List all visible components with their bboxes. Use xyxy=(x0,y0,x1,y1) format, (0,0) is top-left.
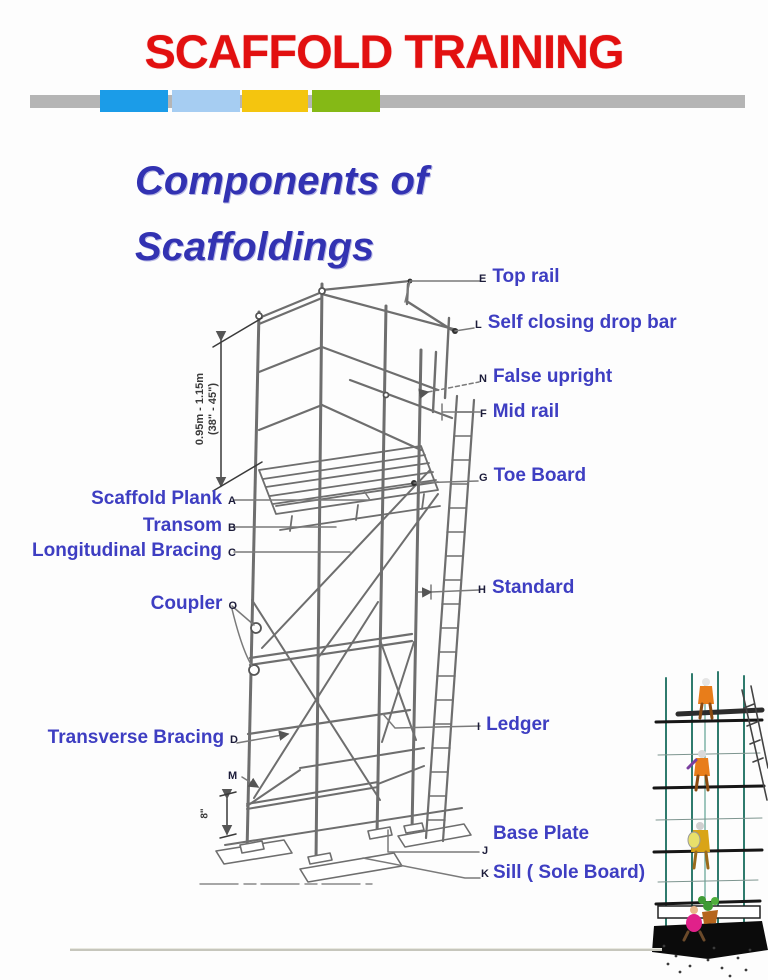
label-letter-sill: K xyxy=(481,868,489,880)
mini-ladder xyxy=(741,685,768,801)
ladder xyxy=(424,394,476,843)
label-letter-base-plate: J xyxy=(482,845,489,857)
leader-lines xyxy=(231,280,481,879)
dimension-note-line1: 0.95m - 1.15m xyxy=(194,372,206,446)
transverse-bracing-lines xyxy=(251,599,417,801)
label-transom: Transom B xyxy=(143,515,236,537)
label-ledger: I Ledger xyxy=(477,714,549,736)
label-letter-transom: B xyxy=(228,522,236,534)
label-letter-ledger: I xyxy=(477,721,481,733)
mini-debris-dots xyxy=(662,944,752,978)
mini-base-block xyxy=(652,921,768,959)
footer-divider xyxy=(70,948,662,951)
label-letter-m-marker: M xyxy=(228,770,238,782)
label-text-base-plate: Base Plate xyxy=(493,823,590,844)
label-standard: H Standard xyxy=(478,577,574,599)
false-upright-posts xyxy=(405,282,457,414)
base-height-note: 8" xyxy=(199,808,211,819)
label-letter-false-upright: N xyxy=(479,373,487,385)
base-frame xyxy=(224,747,463,846)
label-letter-self-closing-drop-bar: L xyxy=(475,319,482,331)
divider-bar xyxy=(30,90,745,112)
label-longitudinal-bracing: Longitudinal Bracing C xyxy=(32,540,236,562)
label-text-scaffold-plank: Scaffold Plank xyxy=(91,488,223,509)
longitudinal-bracing-lines xyxy=(261,469,439,659)
label-letter-scaffold-plank: A xyxy=(228,495,236,507)
label-text-coupler: Coupler xyxy=(150,593,223,614)
dimension-note: 0.95m - 1.15m (38" - 45") xyxy=(194,348,220,470)
label-transverse-bracing: Transverse Bracing D xyxy=(48,727,238,749)
label-text-mid-rail: Mid rail xyxy=(492,401,560,422)
label-text-false-upright: False upright xyxy=(492,366,613,387)
label-letter-coupler: O xyxy=(228,600,237,612)
label-text-sill: Sill ( Sole Board) xyxy=(493,862,646,883)
label-text-transom: Transom xyxy=(142,515,223,536)
platform-deck xyxy=(258,445,441,532)
mini-thin-bars xyxy=(655,752,763,883)
label-text-ledger: Ledger xyxy=(486,714,550,735)
section-heading-line2: Scaffoldings xyxy=(135,225,375,269)
label-letter-standard: H xyxy=(478,584,486,596)
mini-worker-middle xyxy=(686,750,710,792)
label-text-self-closing-drop-bar: Self closing drop bar xyxy=(487,312,677,333)
label-self-closing-drop-bar: L Self closing drop bar xyxy=(475,312,677,334)
divider-segment-yellow xyxy=(242,90,308,112)
scaffold-cartoon-thumbnail xyxy=(652,671,768,978)
label-scaffold-plank: Scaffold Plank A xyxy=(91,488,236,510)
section-heading-line1: Components of xyxy=(135,159,429,203)
label-letter-longitudinal-bracing: C xyxy=(228,547,236,559)
label-false-upright: N False upright xyxy=(479,366,612,388)
divider-segment-green xyxy=(312,90,380,112)
label-top-rail: E Top rail xyxy=(479,266,560,288)
mini-worker-lower xyxy=(687,822,710,870)
label-letter-transverse-bracing: D xyxy=(230,734,238,746)
label-coupler: Coupler O xyxy=(151,593,237,615)
label-letter-toe-board: G xyxy=(479,472,488,484)
divider-segment-light-blue xyxy=(172,90,240,112)
mini-worker-top xyxy=(698,678,714,720)
coupler-nodes xyxy=(248,287,390,676)
label-mid-rail: F Mid rail xyxy=(480,401,559,423)
divider-segment-blue xyxy=(100,90,168,112)
dimension-arrows xyxy=(212,317,263,839)
page-title: SCAFFOLD TRAINING xyxy=(144,25,624,78)
label-text-standard: Standard xyxy=(491,577,575,598)
label-text-longitudinal-bracing: Longitudinal Bracing xyxy=(32,540,223,561)
mini-bars xyxy=(652,707,766,906)
label-text-top-rail: Top rail xyxy=(492,266,560,287)
mini-worker-bottom xyxy=(682,896,719,942)
label-toe-board: G Toe Board xyxy=(479,465,586,487)
section-heading: Components of Scaffoldings xyxy=(135,148,428,280)
label-text-toe-board: Toe Board xyxy=(493,465,587,486)
guard-rails xyxy=(257,279,459,452)
label-letter-top-rail: E xyxy=(479,273,487,285)
label-text-transverse-bracing: Transverse Bracing xyxy=(47,727,225,748)
label-letter-mid-rail: F xyxy=(480,408,487,420)
dimension-note-line2: (38" - 45") xyxy=(207,383,219,436)
